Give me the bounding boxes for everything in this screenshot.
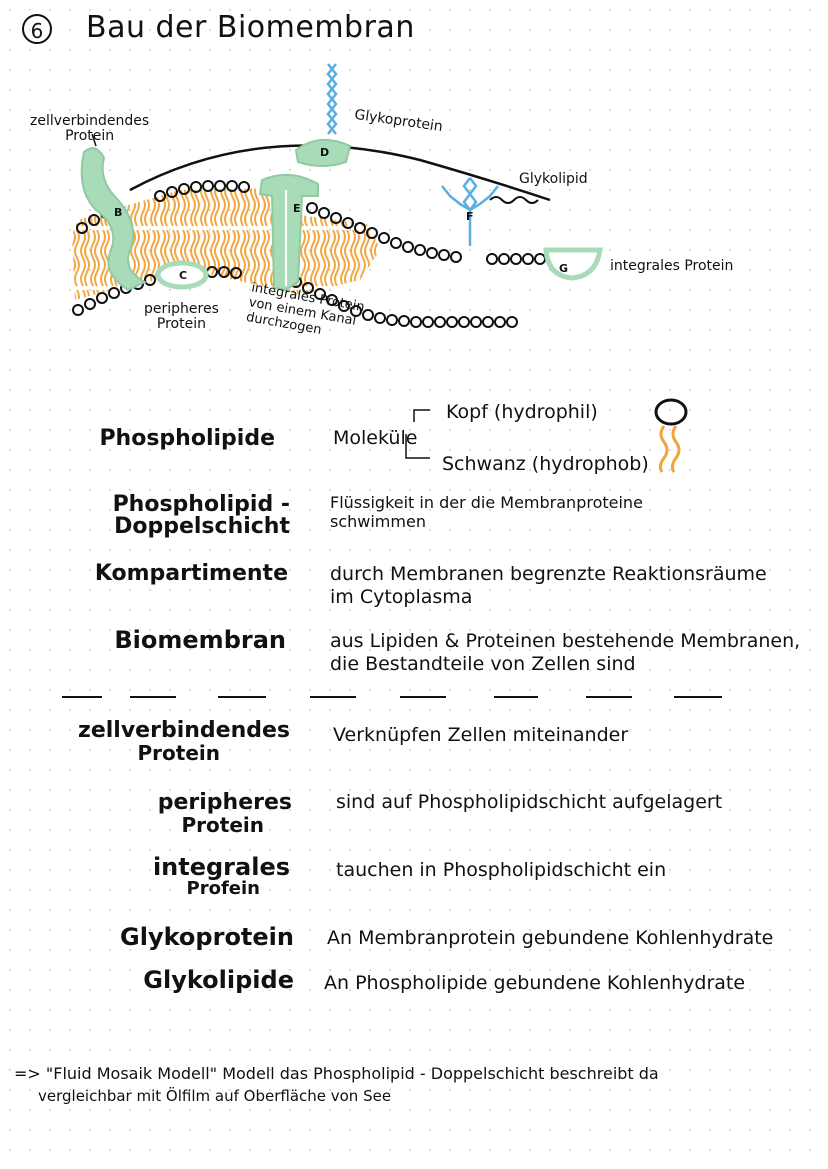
letter-f: F (466, 210, 474, 223)
def-doppelschicht: Flüssigkeit in der die Membranproteine s… (330, 493, 643, 531)
letter-c: C (179, 269, 187, 282)
term-glykolipide: Glykolipide (100, 969, 294, 991)
term-zellverbindendes-main: zellverbindendes (78, 718, 290, 743)
term-peripheres-main: peripheres (158, 790, 292, 815)
label-peripheres: peripheres Protein (144, 302, 219, 332)
term-peripheres: peripheres Protein (100, 792, 292, 836)
term-integrales: integrales Profein (100, 856, 290, 900)
separator-dash (494, 696, 538, 698)
separator-dash (310, 696, 356, 698)
phospholipid-icon (646, 398, 696, 474)
conclusion-line-1: => "Fluid Mosaik Modell" Modell das Phos… (14, 1064, 659, 1084)
glycoprotein-sugar-chain (328, 64, 336, 134)
label-zellverbindendes: zellverbindendes Protein (30, 114, 149, 144)
label-integrales-protein: integrales Protein (610, 259, 733, 274)
def-biomembran: aus Lipiden & Proteinen bestehende Membr… (330, 630, 800, 676)
def-kompartimente: durch Membranen begrenzte Reaktionsräume… (330, 563, 767, 609)
protein-g (546, 250, 600, 278)
letter-d: D (320, 146, 329, 159)
term-biomembran: Biomembran (60, 629, 286, 651)
page-title: Bau der Biomembran (86, 10, 415, 45)
def-glykoprotein: An Membranprotein gebundene Kohlenhydrat… (327, 927, 773, 950)
section-number: 6 (22, 14, 52, 44)
term-integrales-main: integrales (153, 853, 290, 881)
letter-b: B (114, 206, 122, 219)
def-peripheres: sind auf Phospholipidschicht aufgelagert (336, 791, 722, 814)
letter-e: E (293, 202, 301, 215)
membrane-diagram (0, 50, 828, 360)
term-integrales-sub: Profein (100, 878, 290, 900)
separator-dash (218, 696, 266, 698)
term-peripheres-sub: Protein (100, 814, 292, 836)
term-zellverbindendes: zellverbindendes Protein (60, 720, 290, 764)
separator-dash (586, 696, 632, 698)
def-zellverbindendes: Verknüpfen Zellen miteinander (333, 724, 628, 747)
glycolipid-chain (490, 197, 538, 203)
conclusion-line-2: vergleichbar mit Ölfilm auf Oberfläche v… (38, 1086, 391, 1106)
letter-g: G (559, 262, 568, 275)
separator-dash (400, 696, 446, 698)
def-integrales: tauchen in Phospholipidschicht ein (336, 859, 666, 882)
def-glykolipide: An Phospholipide gebundene Kohlenhydrate (324, 972, 745, 995)
term-doppelschicht: Phospholipid - Doppelschicht (4, 494, 290, 538)
separator-dash (62, 696, 102, 698)
term-zellverbindendes-sub: Protein (60, 742, 290, 764)
term-phospholipide: Phospholipide (80, 428, 275, 450)
separator-dash (130, 696, 176, 698)
term-glykoprotein: Glykoprotein (100, 926, 294, 948)
label-glykolipid: Glykolipid (519, 172, 588, 187)
separator-dash (674, 696, 722, 698)
tail-label: Schwanz (hydrophob) (442, 453, 649, 476)
head-label: Kopf (hydrophil) (446, 401, 598, 424)
term-kompartimente: Kompartimente (60, 563, 288, 585)
